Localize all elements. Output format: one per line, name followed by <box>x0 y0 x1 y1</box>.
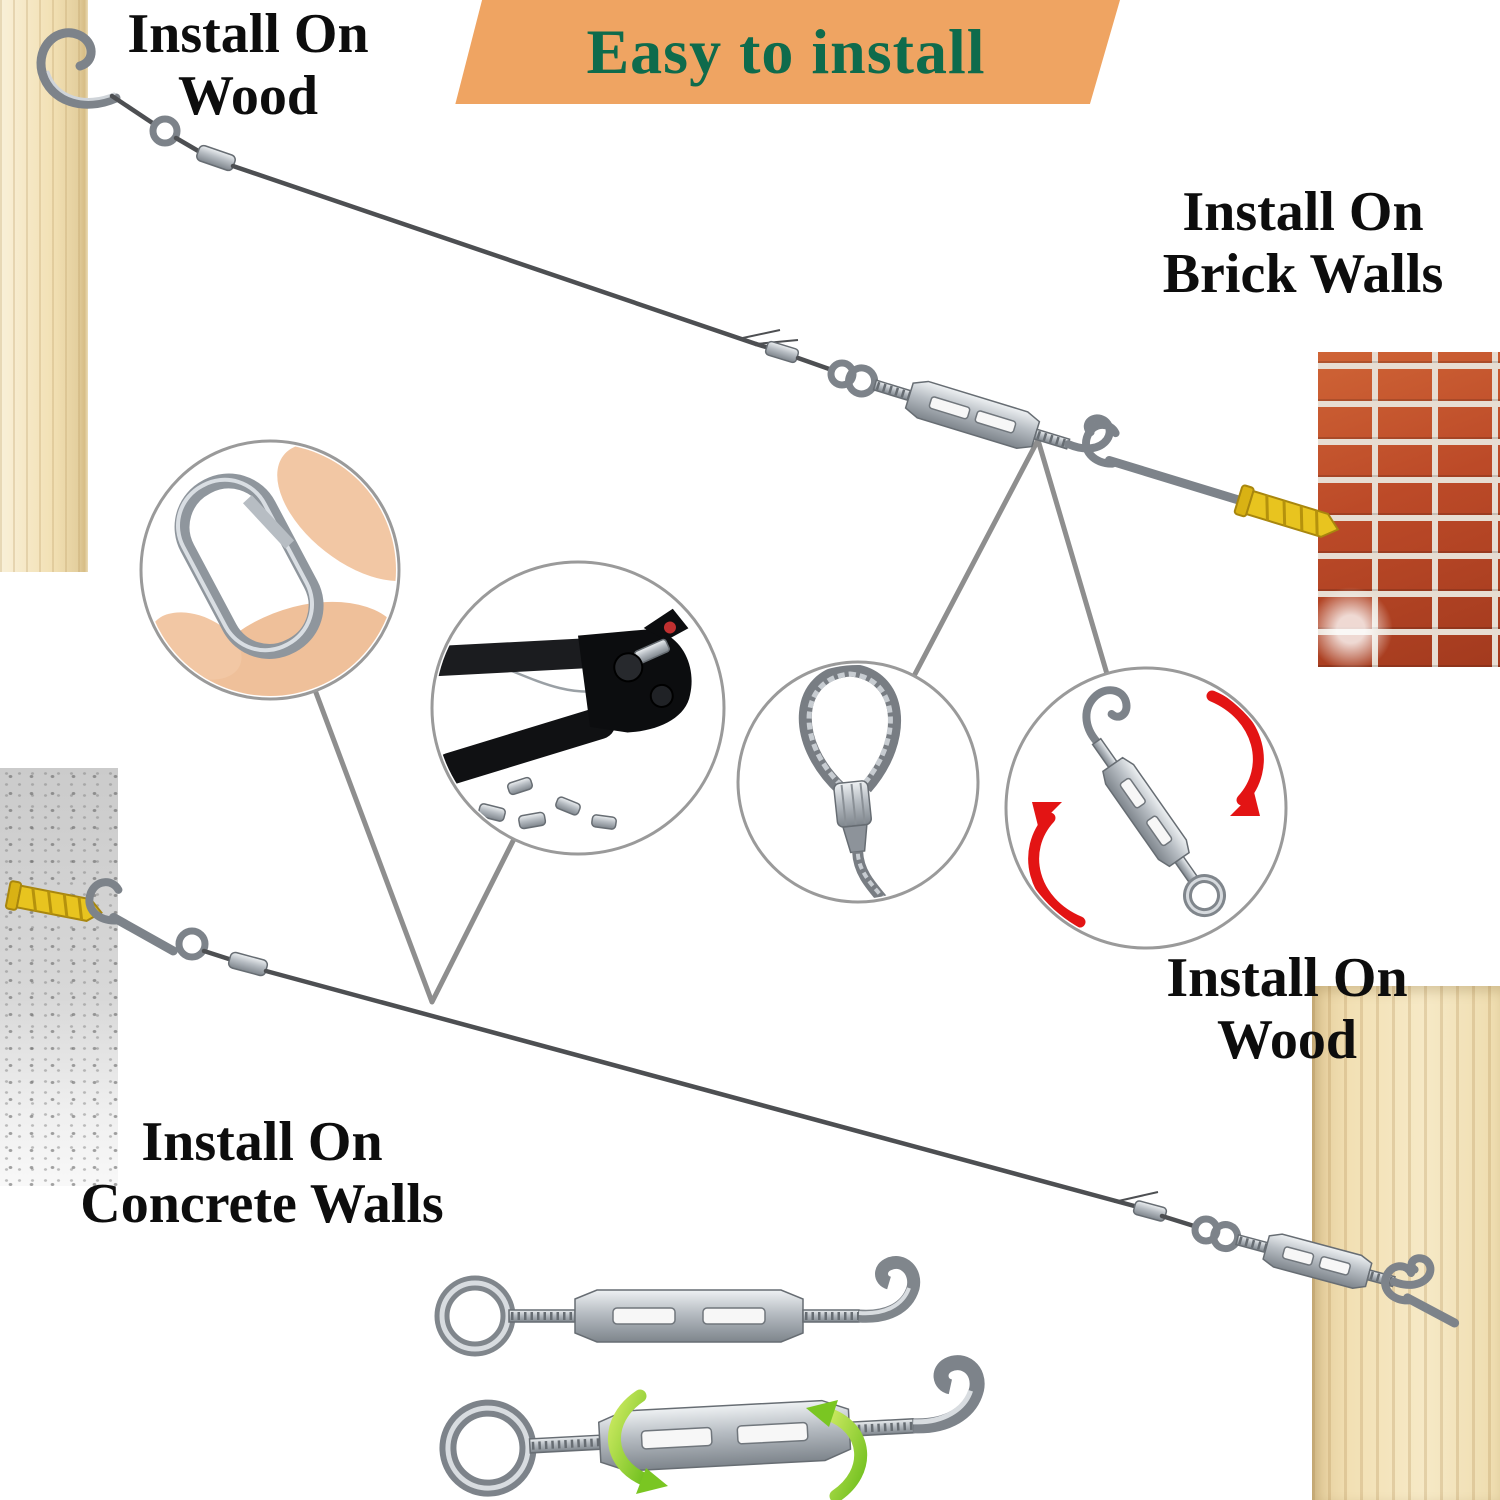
label-line: Wood <box>1216 1008 1358 1071</box>
crimp-sleeve <box>196 144 236 172</box>
label-line: Install On <box>141 1111 383 1173</box>
label-line: Install On <box>127 3 369 65</box>
expansion-anchor-brick <box>1233 484 1340 538</box>
wall-hook-top <box>1082 420 1254 508</box>
banner-text: Easy to install <box>586 16 986 87</box>
rotation-arrows-green-icon <box>608 1389 867 1500</box>
turnbuckle-bottom-cable <box>1210 1221 1435 1289</box>
label-install-on-concrete-walls: Install On Concrete Walls <box>22 1111 502 1235</box>
bottom-cable-run <box>4 878 1460 1328</box>
hook-concrete <box>85 878 178 956</box>
crimp-sleeve <box>227 951 269 977</box>
wood-post-bottom-right <box>1312 986 1500 1500</box>
rotation-arrows-red-icon <box>1028 690 1264 928</box>
crimp-sleeve <box>764 340 800 364</box>
concrete-wall <box>0 768 118 1186</box>
crimp-sleeve <box>1132 1200 1168 1222</box>
cable-loop-icon <box>798 665 902 899</box>
turnbuckle-product-small <box>434 1256 921 1357</box>
banner-easy-install: Easy to install <box>455 0 1120 104</box>
label-line: Wood <box>177 64 319 127</box>
eye-loop <box>149 115 181 147</box>
turnbuckle-product-large <box>439 1355 985 1497</box>
label-line: Concrete Walls <box>80 1172 444 1235</box>
post-hook-bottom <box>1381 1262 1460 1328</box>
label-line: Install On <box>1166 947 1408 1009</box>
turnbuckle-top <box>845 364 1114 453</box>
eye-loop <box>175 927 209 961</box>
brick-wall <box>1318 352 1500 667</box>
top-cable-run <box>36 28 1340 538</box>
wood-post-top-left <box>0 0 88 572</box>
callout-carabiner <box>139 439 401 701</box>
label-line: Install On <box>1182 181 1424 243</box>
callout-crimper <box>430 560 726 856</box>
label-install-on-wood-top: Install On Wood <box>88 3 408 127</box>
label-install-on-wood-right: Install On Wood <box>1112 947 1462 1071</box>
crimping-tool-icon <box>435 608 692 785</box>
ferrule-sleeves-icon <box>477 776 617 830</box>
turnbuckle-icon <box>1082 686 1227 918</box>
label-install-on-brick-walls: Install On Brick Walls <box>1128 181 1478 305</box>
label-line: Brick Walls <box>1162 242 1444 305</box>
callout-cable-loop <box>736 660 980 904</box>
carabiner-icon <box>174 473 324 659</box>
callout-turnbuckle <box>1004 666 1288 950</box>
